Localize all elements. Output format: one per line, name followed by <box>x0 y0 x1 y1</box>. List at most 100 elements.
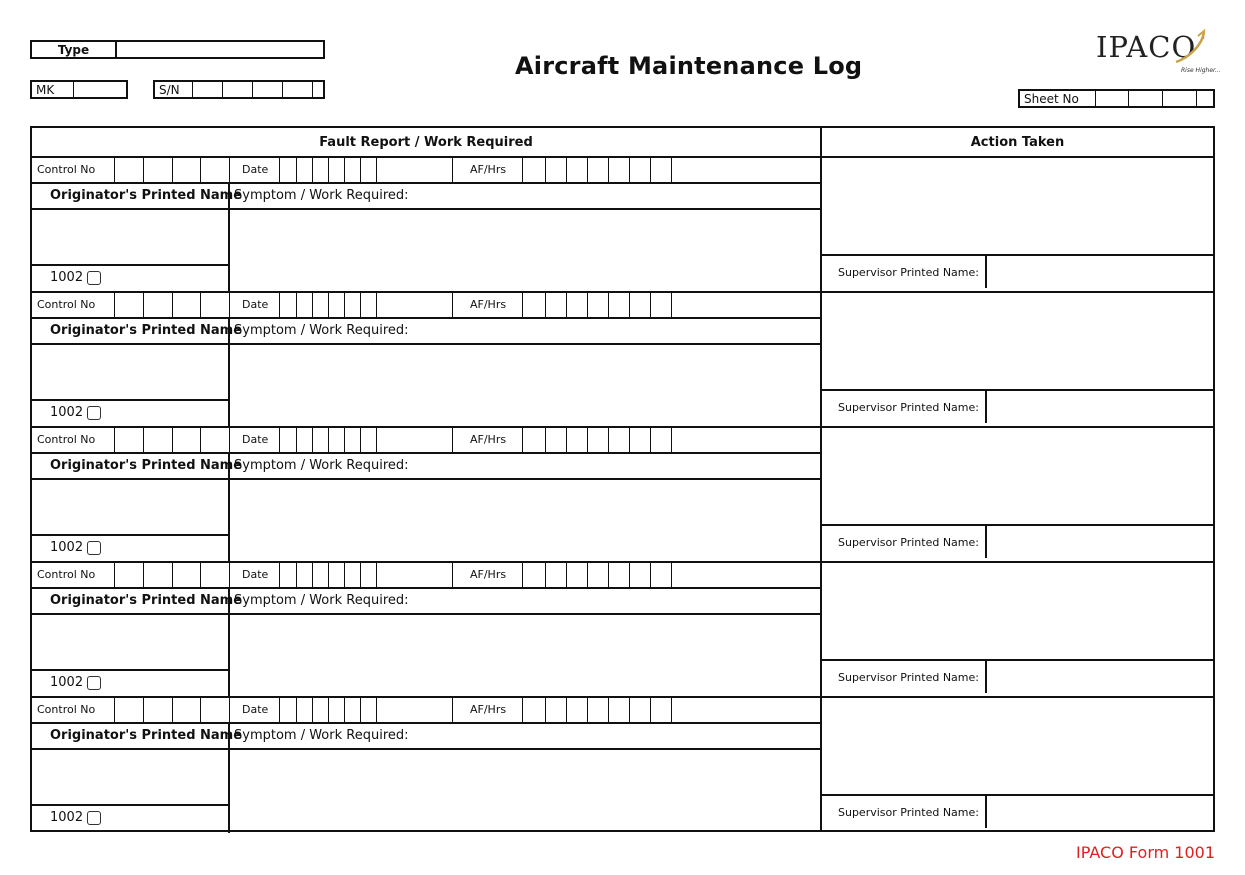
control-no-input[interactable] <box>114 293 229 317</box>
mk-field[interactable]: MK <box>30 80 128 99</box>
type-input[interactable] <box>117 42 323 57</box>
date-input[interactable] <box>279 698 452 722</box>
originator-name-input[interactable] <box>32 480 228 534</box>
code-1002-checkbox[interactable] <box>87 675 102 690</box>
date-label: Date <box>242 703 269 716</box>
sheet-no-field[interactable]: Sheet No <box>1018 89 1215 108</box>
supervisor-label: Supervisor Printed Name: <box>838 266 979 279</box>
af-hrs-label: AF/Hrs <box>470 568 507 581</box>
code-1002: 1002 <box>50 810 102 825</box>
originator-name-input[interactable] <box>32 750 228 804</box>
form-number: IPACO Form 1001 <box>1076 843 1215 862</box>
date-input[interactable] <box>279 158 452 182</box>
code-1002-label: 1002 <box>50 810 84 825</box>
af-hrs-input[interactable] <box>522 428 671 452</box>
code-1002-label: 1002 <box>50 540 84 555</box>
sheet-no-label: Sheet No <box>1020 91 1096 106</box>
action-taken-input[interactable] <box>822 293 1213 389</box>
code-1002-label: 1002 <box>50 270 84 285</box>
code-1002-label: 1002 <box>50 405 84 420</box>
af-hrs-input[interactable] <box>522 698 671 722</box>
date-input[interactable] <box>279 563 452 587</box>
date-label: Date <box>242 298 269 311</box>
originator-name-input[interactable] <box>32 210 228 264</box>
mk-label: MK <box>32 82 74 97</box>
control-no-label: Control No <box>37 568 96 581</box>
ipaco-logo: IPACO <box>1096 30 1197 64</box>
control-no-input[interactable] <box>114 428 229 452</box>
symptom-input[interactable] <box>230 480 820 561</box>
symptom-label: Symptom / Work Required: <box>234 188 409 203</box>
sn-label: S/N <box>155 82 193 97</box>
logo-tagline: Rise Higher... <box>1181 67 1221 74</box>
code-1002-checkbox[interactable] <box>87 810 102 825</box>
af-hrs-input[interactable] <box>522 293 671 317</box>
originator-label: Originator's Printed Name <box>50 458 243 473</box>
symptom-input[interactable] <box>230 345 820 426</box>
symptom-label: Symptom / Work Required: <box>234 323 409 338</box>
control-no-input[interactable] <box>114 563 229 587</box>
supervisor-name-input[interactable] <box>988 661 1213 695</box>
code-1002-checkbox[interactable] <box>87 270 102 285</box>
originator-label: Originator's Printed Name <box>50 188 243 203</box>
date-input[interactable] <box>279 293 452 317</box>
supervisor-name-input[interactable] <box>988 256 1213 290</box>
type-label: Type <box>32 42 117 57</box>
symptom-input[interactable] <box>230 750 820 831</box>
af-hrs-label: AF/Hrs <box>470 433 507 446</box>
code-1002: 1002 <box>50 405 102 420</box>
supervisor-label: Supervisor Printed Name: <box>838 806 979 819</box>
code-1002: 1002 <box>50 270 102 285</box>
sn-cells[interactable] <box>193 82 323 97</box>
symptom-label: Symptom / Work Required: <box>234 593 409 608</box>
supervisor-label: Supervisor Printed Name: <box>838 671 979 684</box>
mk-input[interactable] <box>74 82 126 97</box>
supervisor-name-input[interactable] <box>988 796 1213 830</box>
code-1002-checkbox[interactable] <box>87 540 102 555</box>
date-input[interactable] <box>279 428 452 452</box>
type-field[interactable]: Type <box>30 40 325 59</box>
maintenance-log-table: Fault Report / Work Required Action Take… <box>30 126 1215 833</box>
supervisor-name-input[interactable] <box>988 526 1213 560</box>
date-label: Date <box>242 163 269 176</box>
originator-label: Originator's Printed Name <box>50 323 243 338</box>
code-1002: 1002 <box>50 675 102 690</box>
code-1002-checkbox[interactable] <box>87 405 102 420</box>
action-taken-input[interactable] <box>822 698 1213 794</box>
action-taken-input[interactable] <box>822 563 1213 659</box>
symptom-input[interactable] <box>230 615 820 696</box>
symptom-label: Symptom / Work Required: <box>234 458 409 473</box>
logo-swoosh-icon <box>1175 28 1206 64</box>
action-taken-input[interactable] <box>822 158 1213 254</box>
supervisor-label: Supervisor Printed Name: <box>838 401 979 414</box>
sn-field[interactable]: S/N <box>153 80 325 99</box>
control-no-input[interactable] <box>114 158 229 182</box>
originator-label: Originator's Printed Name <box>50 593 243 608</box>
control-no-label: Control No <box>37 703 96 716</box>
control-no-input[interactable] <box>114 698 229 722</box>
page-title: Aircraft Maintenance Log <box>515 52 863 80</box>
originator-label: Originator's Printed Name <box>50 728 243 743</box>
supervisor-name-input[interactable] <box>988 391 1213 425</box>
action-taken-input[interactable] <box>822 428 1213 524</box>
af-hrs-input[interactable] <box>522 158 671 182</box>
supervisor-label: Supervisor Printed Name: <box>838 536 979 549</box>
control-no-label: Control No <box>37 433 96 446</box>
symptom-input[interactable] <box>230 210 820 291</box>
code-1002-label: 1002 <box>50 675 84 690</box>
originator-name-input[interactable] <box>32 345 228 399</box>
sheet-no-cells[interactable] <box>1096 91 1213 106</box>
af-hrs-input[interactable] <box>522 563 671 587</box>
action-taken-header: Action Taken <box>970 135 1065 150</box>
originator-name-input[interactable] <box>32 615 228 669</box>
af-hrs-label: AF/Hrs <box>470 703 507 716</box>
control-no-label: Control No <box>37 163 96 176</box>
control-no-label: Control No <box>37 298 96 311</box>
date-label: Date <box>242 568 269 581</box>
code-1002: 1002 <box>50 540 102 555</box>
